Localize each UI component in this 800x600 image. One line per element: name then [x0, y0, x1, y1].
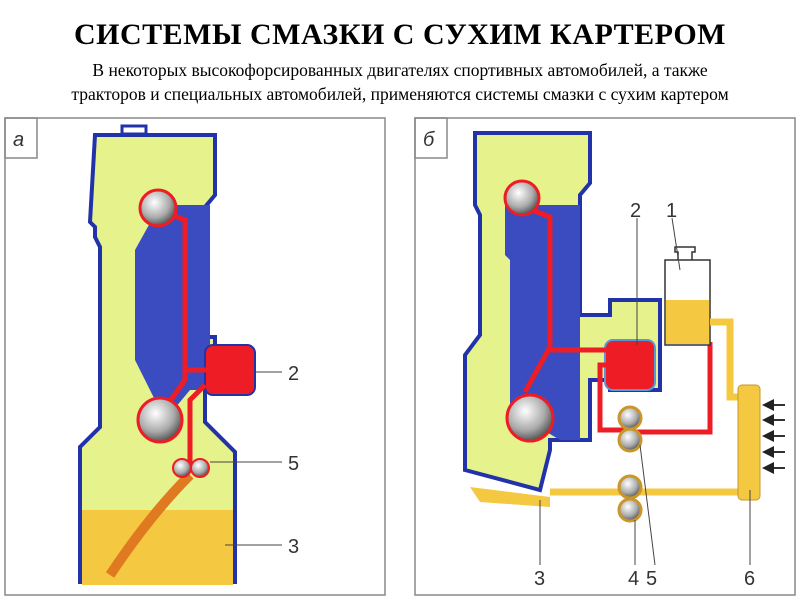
- callout-a-3: 3: [288, 536, 299, 558]
- callout-b-1: 1: [666, 200, 677, 222]
- cylinder-block-a: [135, 205, 210, 420]
- oil-filler-cap: [120, 124, 148, 136]
- panel-b-frame: [414, 117, 796, 596]
- callout-a-2: 2: [288, 363, 299, 385]
- callout-a-5: 5: [288, 453, 299, 475]
- crankshaft-b: [505, 393, 555, 443]
- crankshaft-a: [136, 396, 184, 444]
- callout-b-2: 2: [630, 200, 641, 222]
- oil-filter-a: [204, 344, 256, 396]
- callout-b-4: 4: [628, 568, 639, 590]
- airflow-arrows: [762, 399, 785, 474]
- diagram-a-wet-sump: а 2 5 3: [4, 117, 386, 596]
- oil-cooler: [737, 384, 761, 501]
- pressure-pump-gear-2: [617, 427, 643, 453]
- panel-a-label: а: [13, 129, 24, 151]
- callout-b-6: 6: [744, 568, 755, 590]
- diagram-b-dry-sump: б: [414, 117, 796, 596]
- oil-pump-gear-a2: [190, 458, 210, 478]
- oil-filter-b: [604, 339, 656, 391]
- scavenge-pump-gear-1: [617, 474, 643, 500]
- pressure-pump-gear-1: [617, 405, 643, 431]
- camshaft-a: [138, 188, 178, 228]
- callout-b-5: 5: [646, 568, 657, 590]
- panel-b-label: б: [423, 129, 435, 151]
- scavenge-pump-gear-2: [617, 497, 643, 523]
- cylinder-block-b: [505, 205, 580, 440]
- camshaft-b: [503, 179, 541, 217]
- slide-subtitle-line1: В некоторых высокофорсированных двигател…: [92, 60, 708, 80]
- oil-gallery-b: [522, 204, 713, 435]
- oil-pump-gear-a1: [172, 458, 192, 478]
- panel-a-frame: [4, 117, 386, 596]
- slide-title: СИСТЕМЫ СМАЗКИ С СУХИМ КАРТЕРОМ: [74, 18, 726, 51]
- callout-b-3: 3: [534, 568, 545, 590]
- oil-sump-a: [82, 510, 233, 585]
- dry-sump-b: [470, 487, 550, 507]
- slide-subtitle-line2: тракторов и специальных автомобилей, при…: [71, 84, 729, 104]
